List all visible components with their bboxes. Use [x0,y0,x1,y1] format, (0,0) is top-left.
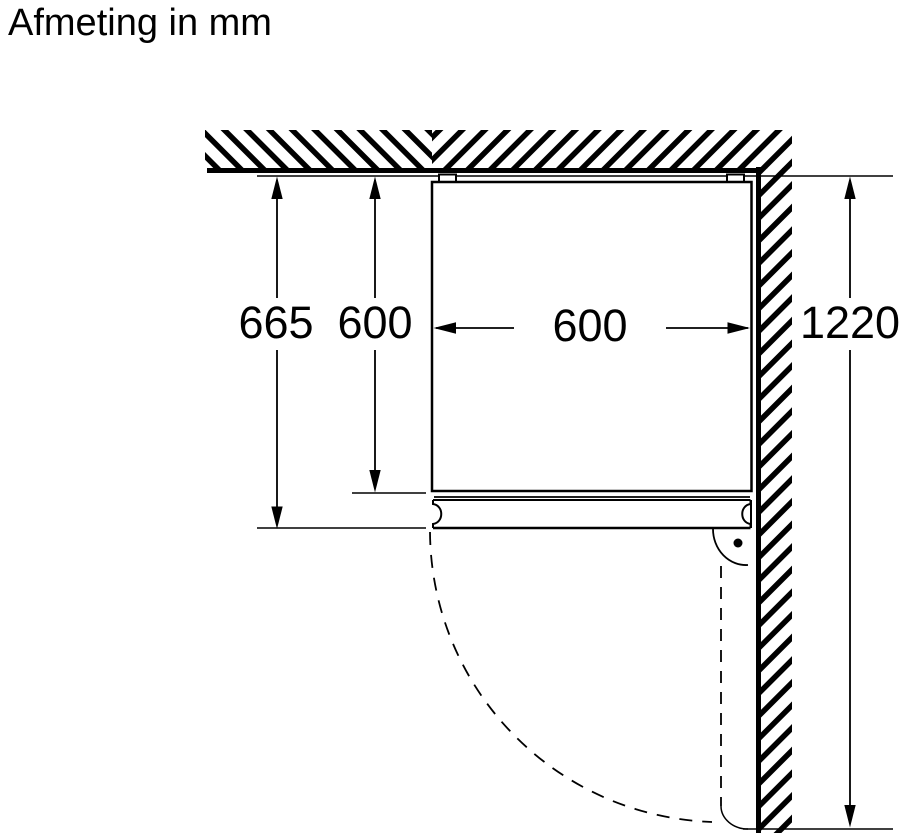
wall-top [205,130,792,173]
arrowhead-up-600v [369,176,381,199]
wall-right [756,167,792,833]
dimension-label-swing-clearance: 1220 [800,297,900,348]
hinge-pivot-dot [733,538,743,548]
dimension-label-width: 600 [552,300,627,351]
arrowhead-left-600h [433,322,456,334]
door-swing-arc [429,531,713,823]
dimension-depth-overall: 665 [238,176,426,529]
dimension-swing-clearance: 1220 [743,176,900,830]
dimension-label-depth-overall: 665 [238,297,313,348]
hinge-detail [712,528,749,566]
hinge-arc [712,528,749,566]
arrowhead-down-600v [369,470,381,493]
appliance-door [432,499,752,530]
door-right-end-notch [741,500,752,528]
dimension-width: 600 [433,300,750,351]
arrowhead-right-600h [727,322,750,334]
dimension-label-depth-body: 600 [337,297,412,348]
diagram-title: Afmeting in mm [8,2,272,44]
wall-right-hatch [756,168,792,833]
dimension-depth-body: 600 [337,176,426,494]
wall-top-hatch-left [205,130,432,169]
door-swing-corner-curve [720,805,749,830]
appliance [430,173,753,566]
appliance-body [430,180,753,493]
door-left-end-notch [432,500,443,528]
arrowhead-down-1220 [844,805,856,828]
arrowhead-up-1220 [844,176,856,199]
arrowhead-up-665 [271,176,283,199]
arrowhead-down-665 [271,506,283,529]
door-swing [429,531,749,830]
wall-top-hatch-right [432,130,792,169]
